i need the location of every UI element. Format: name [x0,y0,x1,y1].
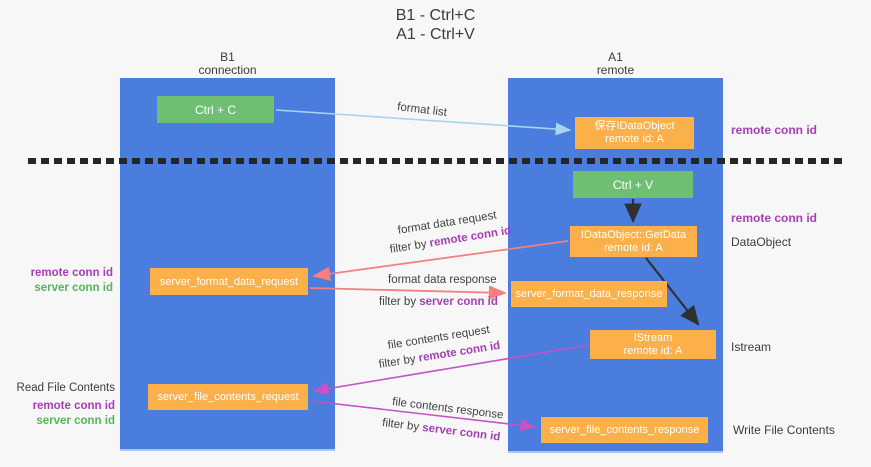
arrow-format-data-response [309,285,507,300]
annotation-left-remote-conn-id-2: remote conn id [32,400,115,412]
node-save-idataobject: 保存IDataObject remote id: A [575,117,694,149]
node-save-idataobject-line1: 保存IDataObject [594,120,675,132]
lane-b1-role: connection [198,63,257,77]
node-ctrl-v-label: Ctrl + V [612,177,654,192]
lane-header-b1: B1 connection [120,51,335,77]
server-conn-id-key: server conn id [421,421,502,444]
node-ctrl-v: Ctrl + V [573,171,693,198]
annotation-dataobject: DataObject [731,235,792,249]
dashed-separator [28,158,846,164]
node-server-format-data-response-label: server_format_data_response [515,288,663,300]
node-server-file-contents-response-label: server_file_contents_response [549,424,700,436]
node-server-format-data-request-label: server_format_data_request [159,275,299,288]
node-save-idataobject-line2: remote id: A [605,133,664,145]
annotation-left-conn-ids: remote conn id server conn id [8,266,113,296]
lane-header-a1: A1 remote [508,51,723,77]
node-idataobject-getdata-line1: IDataObject::GetData [580,228,687,241]
annotation-write-file-contents: Write File Contents [733,423,835,437]
node-server-format-data-response: server_format_data_response [511,281,667,307]
annotation-remote-conn-id-mid: remote conn id [731,211,818,225]
node-server-file-contents-response: server_file_contents_response [541,417,708,443]
edge-label-format-data-response: format data response [388,274,497,286]
node-server-file-contents-request-label: server_file_contents_request [157,391,299,403]
edge-label-format-list: format list [396,101,448,119]
title-line-1: B1 - Ctrl+C [395,7,476,24]
annotation-left-remote-conn-id-1: remote conn id [30,267,113,279]
node-server-file-contents-request: server_file_contents_request [148,384,308,410]
node-idataobject-getdata-line2: remote id: A [604,241,663,254]
annotation-read-file-contents: Read File Contents [16,382,115,394]
lane-b1-name: B1 [220,50,235,64]
edge-label-file-contents-response: file contents response [391,396,505,422]
filter-by-text: filter by [378,352,420,371]
node-ctrl-c-label: Ctrl + C [194,102,236,117]
node-istream: IStream remote id: A [590,330,716,359]
server-conn-id-key: server conn id [419,296,498,308]
diagram-title: B1 - Ctrl+C A1 - Ctrl+V [0,6,871,44]
node-idataobject-getdata: IDataObject::GetData remote id: A [570,226,697,257]
annotation-istream: Istream [731,340,772,354]
annotation-read-file-contents-group: Read File Contents remote conn id server… [5,381,115,429]
node-istream-line2: remote id: A [623,344,683,357]
lane-a1-role: remote [596,63,635,77]
node-istream-line1: IStream [633,331,673,344]
filter-by-text: filter by [379,296,420,308]
annotation-left-server-conn-id-2: server conn id [36,415,115,427]
annotation-left-server-conn-id-1: server conn id [34,282,113,294]
lane-a1-name: A1 [608,50,623,64]
annotation-remote-conn-id-top: remote conn id [731,123,818,137]
edge-label-file-contents-response-filter: filter by server conn id [382,417,501,443]
node-server-format-data-request: server_format_data_request [150,268,308,295]
edge-label-format-data-response-filter: filter by server conn id [379,296,498,308]
filter-by-text: filter by [389,237,431,256]
filter-by-text: filter by [381,417,423,434]
node-ctrl-c: Ctrl + C [157,96,274,123]
title-line-2: A1 - Ctrl+V [396,26,475,43]
